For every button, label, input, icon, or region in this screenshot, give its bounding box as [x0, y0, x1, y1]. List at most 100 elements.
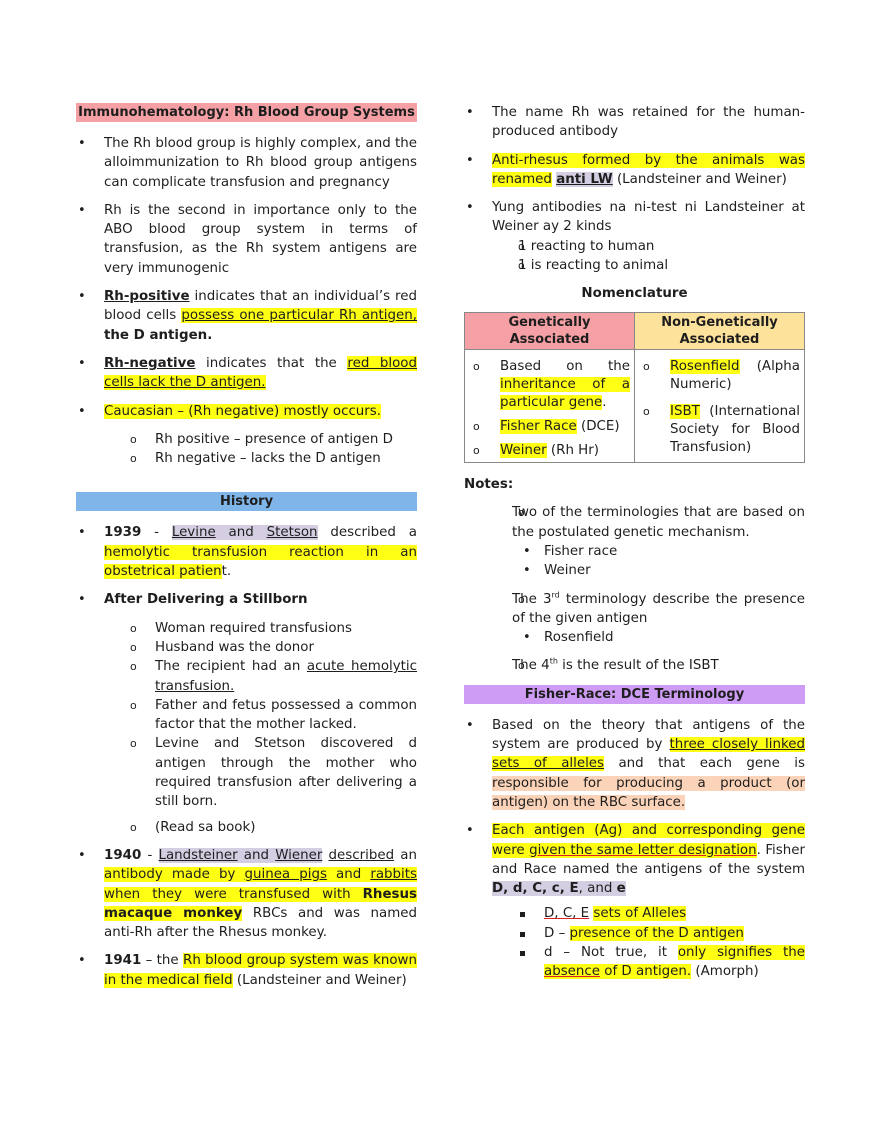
an: an	[394, 847, 417, 863]
rh-negative-term: Rh-negative	[104, 355, 196, 371]
rh-positive-highlight: possess one particular Rh antigen,	[181, 308, 418, 324]
non-genetic-item-1: Rosenfield (Alpha Numeric)	[639, 358, 800, 394]
anti-rhesus-bullet: Anti-rhesus formed by the animals was re…	[464, 151, 805, 190]
genetic-item-2: Fisher Race (DCE)	[469, 418, 630, 436]
described: described	[328, 847, 395, 863]
and: and	[326, 867, 371, 883]
name-landsteiner: Landsteiner	[158, 847, 238, 863]
dce-item-3: d – Not true, it only signifies the abse…	[464, 943, 805, 982]
each-hl-u: given the same letter designation	[529, 842, 757, 858]
h1940-tail: RBCs and was named anti-Rh after the Rhe…	[104, 905, 417, 941]
caucasian-sub-1: Rh positive – presence of antigen D	[76, 430, 417, 450]
and: and	[215, 525, 267, 541]
each-b: Fisher and Race named the antigens of th…	[492, 842, 805, 877]
year-1939: 1939	[104, 525, 142, 541]
rh-positive-bullet: Rh-positive indicates that an individual…	[76, 287, 418, 345]
stillborn-item-2: Husband was the donor	[76, 638, 417, 658]
dce-3-hl-u: absence	[544, 964, 601, 980]
rh-negative-text: indicates that the	[195, 355, 348, 371]
g1-tail: .	[602, 395, 607, 411]
caucasian-sub-2: Rh negative – lacks the D antigen	[76, 449, 417, 469]
yung-sub-1: 1 reacting to human	[464, 237, 805, 257]
non-genetic-item-2: ISBT (International Society for Blood Tr…	[639, 403, 800, 457]
anti-rhesus-tail: (Landsteiner and Weiner)	[612, 171, 787, 187]
each-lav-e: e	[616, 881, 626, 897]
note-1: Two of the terminologies that are based …	[464, 503, 805, 542]
recipient-text: The recipient had an	[155, 659, 307, 675]
history-1939-text: described a	[317, 525, 417, 541]
col-header-genetic: Genetically Associated	[464, 312, 635, 351]
stillborn-bullet: After Delivering a Stillborn	[76, 590, 417, 610]
non-genetic-cell: Rosenfield (Alpha Numeric) ISBT (Interna…	[634, 349, 805, 464]
rh-negative-bullet: Rh-negative indicates that the red blood…	[76, 354, 418, 393]
right-column: The name Rh was retained for the human-p…	[464, 103, 806, 982]
dash: -	[141, 525, 172, 541]
name-wiener: Wiener	[275, 847, 323, 863]
yung-sub-2-text: 1 is reacting to animal	[518, 258, 669, 274]
rhesus-monkey: Rhesus macaque monkey	[104, 886, 417, 921]
nomenclature-table: Genetically Associated Non-Genetically A…	[464, 312, 805, 464]
based-bullet: Based on the theory that antigens of the…	[464, 716, 806, 812]
based-b: and that each gene is	[604, 756, 806, 772]
note-2-a: The 3	[512, 591, 552, 607]
note-2-b: terminology describe the presence of the…	[512, 591, 805, 626]
dce-2-a: D –	[544, 925, 570, 941]
history-1939-bullet: 1939 - Levine and Stetson described a he…	[76, 523, 417, 581]
n2-tail: (International Society for Blood Transfu…	[670, 404, 800, 456]
history-1941-bullet: 1941 – the Rh blood group system was kno…	[76, 951, 417, 990]
note-1-sub-2: Weiner	[464, 561, 805, 581]
stillborn-item-1: Woman required transfusions	[76, 619, 417, 639]
dce-3-hl-b: of D antigen.	[600, 964, 692, 980]
yung-sub-1-text: 1 reacting to human	[518, 238, 655, 254]
dce-item-1: D, C, E sets of Alleles	[464, 904, 805, 923]
note-1-sub-1: Fisher race	[464, 542, 805, 562]
note-2: The 3rd terminology describe the presenc…	[464, 590, 805, 629]
left-column: Immunohematology: Rh Blood Group Systems…	[76, 103, 418, 990]
and: and	[237, 847, 276, 863]
g3-hl: Weiner	[500, 443, 547, 459]
g1-hl: inheritance of a particular gene	[500, 377, 630, 411]
g1-a: Based on the	[500, 359, 630, 375]
stillborn-title: After Delivering a Stillborn	[104, 592, 308, 608]
h1941-text: – the	[141, 953, 184, 969]
dce-3-a: d – Not true, it	[544, 945, 678, 961]
rh-positive-term: Rh-positive	[104, 289, 190, 305]
year-1941: 1941	[104, 953, 142, 969]
dce-2-hl: presence of the D antigen	[569, 925, 744, 941]
dce-item-2: D – presence of the D antigen	[464, 924, 805, 943]
dash: -	[141, 847, 159, 863]
dce-1-hl: sets of Alleles	[593, 906, 687, 922]
guinea-pigs: guinea pigs	[244, 867, 327, 883]
section-title-history: History	[76, 492, 417, 512]
rh-positive-text: indicates that an individual’s red blood…	[104, 289, 417, 324]
based-peach: responsible for producing a product (or …	[492, 775, 805, 810]
genetic-item-3: Weiner (Rh Hr)	[469, 442, 630, 460]
note-1-text: Two of the terminologies that are based …	[512, 505, 805, 540]
nomenclature-title: Nomenclature	[581, 286, 688, 302]
note-3-b: is the result of the ISBT	[557, 658, 719, 674]
rabbits: rabbits	[370, 867, 417, 883]
read-book-item: (Read sa book)	[76, 818, 417, 838]
h1941-tail: (Landsteiner and Weiner)	[232, 972, 407, 988]
history-1939-highlight: hemolytic transfusion reaction in an obs…	[104, 544, 417, 580]
year-1940: 1940	[104, 847, 142, 863]
based-a: Based on the theory that antigens of the…	[492, 717, 805, 753]
dce-3-hl: only signifies the	[677, 945, 805, 961]
g2-hl: Fisher Race	[500, 419, 577, 435]
dce-3-tail: (Amorph)	[691, 964, 759, 980]
yung-bullet: Yung antibodies na ni-test ni Landsteine…	[464, 198, 805, 237]
recipient-underline: acute hemolytic transfusion.	[155, 659, 417, 694]
yung-sub-2: 1 is reacting to animal	[464, 256, 805, 276]
stillborn-item-4: Father and fetus possessed a common fact…	[76, 696, 417, 735]
caucasian-bullet: Caucasian – (Rh negative) mostly occurs.	[76, 402, 417, 421]
caucasian-highlight: Caucasian – (Rh negative) mostly occurs.	[104, 403, 382, 419]
col-header-non-genetic: Non-Genetically Associated	[634, 312, 805, 351]
history-1939-tail: t.	[221, 564, 232, 580]
n2-hl: ISBT	[670, 404, 700, 420]
g2-tail: (DCE)	[576, 419, 620, 435]
retained-bullet: The name Rh was retained for the human-p…	[464, 103, 805, 142]
intro-bullet-1: The Rh blood group is highly complex, an…	[76, 134, 417, 192]
stillborn-item-5: Levine and Stetson discovered d antigen …	[76, 734, 417, 811]
section-title-fisher-race: Fisher-Race: DCE Terminology	[464, 684, 805, 704]
n1-tail: (Alpha Numeric)	[670, 359, 800, 393]
